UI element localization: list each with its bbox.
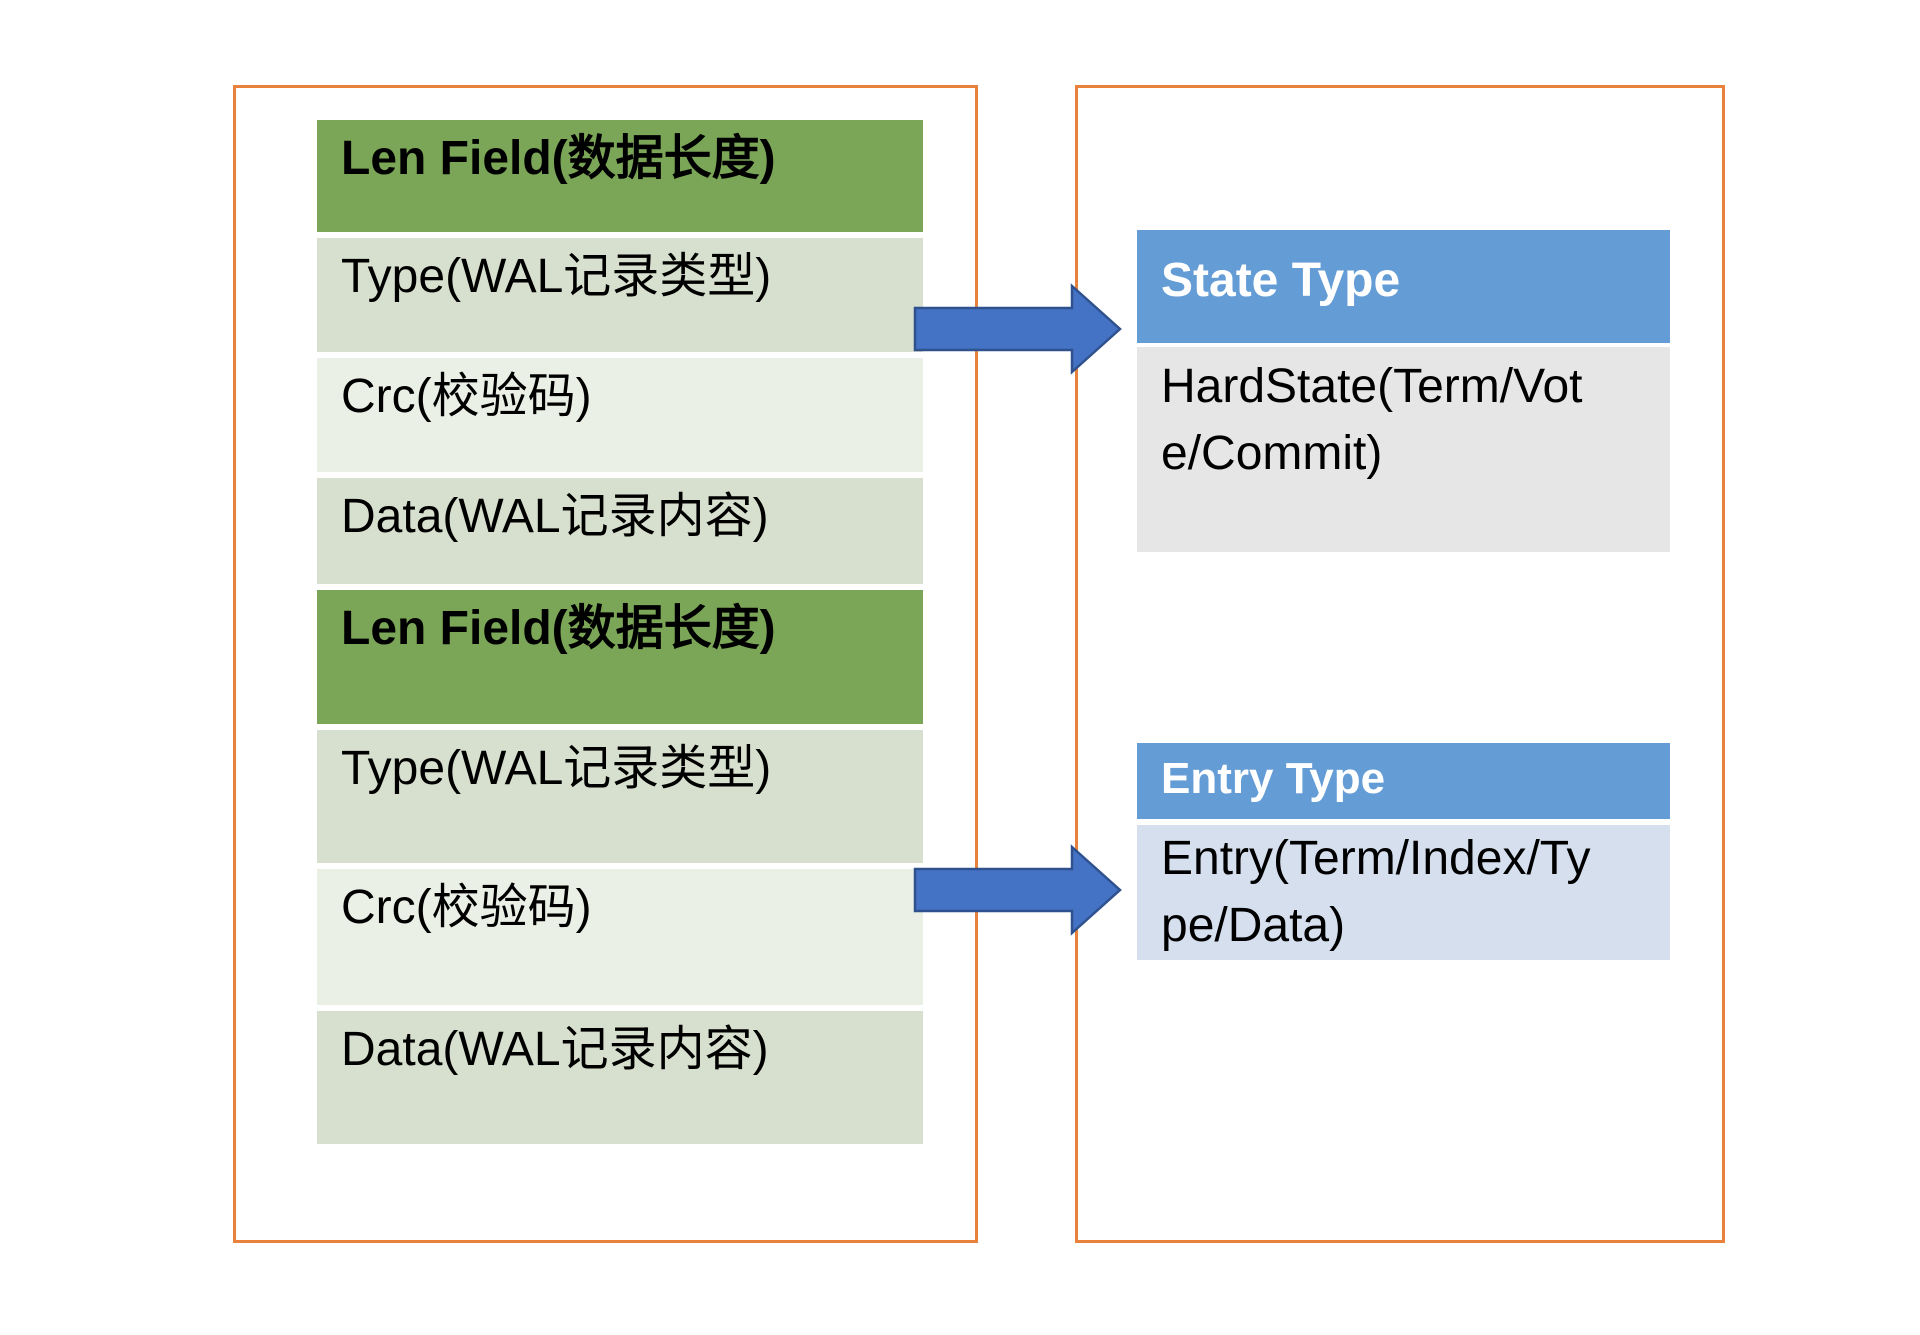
- record-types-outline-box: [1075, 85, 1725, 1243]
- wal-record-table: Len Field(数据长度)Type(WAL记录类型)Crc(校验码)Data…: [317, 120, 923, 1144]
- wal-row-8: Data(WAL记录内容): [317, 1011, 923, 1144]
- wal-row-3: Crc(校验码): [317, 358, 923, 472]
- entry-type-header: Entry Type: [1137, 743, 1670, 819]
- wal-row-2: Type(WAL记录类型): [317, 238, 923, 352]
- wal-row-7: Crc(校验码): [317, 869, 923, 1005]
- wal-row-1: Len Field(数据长度): [317, 120, 923, 232]
- state-type-table: State Type HardState(Term/Vote/Commit): [1137, 230, 1670, 552]
- wal-file-outline-box: [233, 85, 978, 1243]
- wal-row-6: Type(WAL记录类型): [317, 730, 923, 863]
- wal-row-4: Data(WAL记录内容): [317, 478, 923, 584]
- entry-type-table: Entry Type Entry(Term/Index/Type/Data): [1137, 743, 1670, 960]
- state-type-body: HardState(Term/Vote/Commit): [1137, 347, 1670, 552]
- entry-type-body: Entry(Term/Index/Type/Data): [1137, 825, 1670, 960]
- wal-row-5: Len Field(数据长度): [317, 590, 923, 724]
- state-type-header: State Type: [1137, 230, 1670, 343]
